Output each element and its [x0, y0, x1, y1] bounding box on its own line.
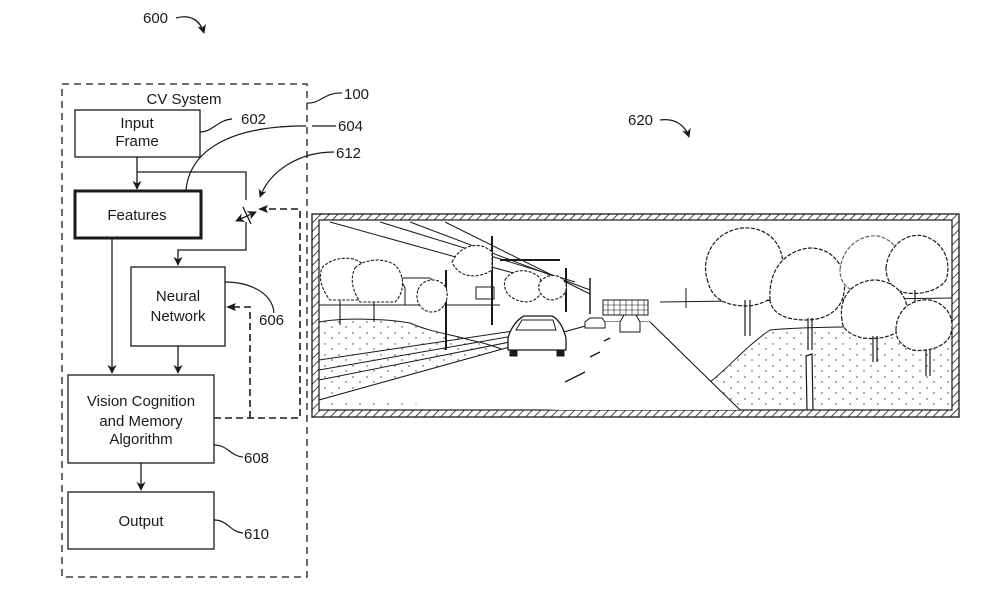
vision-cognition-label-1: Vision Cognition — [87, 393, 195, 410]
car-windshield — [515, 319, 557, 331]
ref-612: 612 — [336, 145, 361, 162]
ref-620: 620 — [628, 112, 653, 129]
figure-number: 600 — [143, 10, 168, 27]
ref-604-leader — [185, 125, 306, 191]
features-label: Features — [107, 207, 166, 224]
output-block: Output 610 — [67, 491, 269, 550]
vision-cognition-label-3: Algorithm — [109, 431, 172, 448]
cv-system-container — [61, 83, 308, 578]
ref-606: 606 — [259, 312, 284, 329]
ref-604: 604 — [338, 118, 363, 135]
connections — [107, 157, 247, 491]
bypass-line-top — [137, 171, 247, 200]
output-box — [67, 491, 215, 550]
ref-602: 602 — [241, 111, 266, 128]
neural-network-box — [130, 266, 226, 347]
figure-ref-600: 600 — [143, 10, 206, 34]
lane-dash — [564, 371, 586, 383]
input-frame-block: Input Frame 602 — [74, 109, 266, 158]
ref-610-leader — [213, 519, 244, 534]
vision-cognition-box — [67, 374, 215, 464]
switch-612: 612 — [235, 145, 361, 225]
input-frame-label-1: Input — [120, 115, 154, 132]
lane-dash — [603, 337, 611, 342]
rail-line-3 — [319, 337, 531, 381]
feedback-arrowhead-switch — [258, 205, 268, 213]
switch-blade — [242, 206, 252, 225]
vision-cognition-label-2: and Memory — [99, 413, 183, 430]
neural-network-block: Neural Network 606 — [130, 266, 284, 347]
switch-double-arrow-icon — [235, 211, 257, 222]
car-wheel — [556, 349, 565, 357]
ref-620-pointer — [659, 119, 691, 138]
neural-network-label-2: Network — [150, 308, 206, 325]
ref-100-leader — [306, 92, 343, 104]
cv-system-title: CV System — [146, 91, 221, 108]
input-frame-label-2: Frame — [115, 133, 158, 150]
road-edge-right — [649, 321, 741, 410]
car-distant — [584, 317, 606, 329]
trees-right — [704, 227, 952, 410]
features-box — [73, 189, 203, 240]
ref-608-leader — [213, 444, 244, 458]
output-label: Output — [118, 513, 164, 530]
figure-pointer-arrow — [175, 16, 206, 34]
rail-line-2 — [319, 333, 526, 371]
rail-line-1 — [319, 329, 521, 361]
overpass-fence — [602, 299, 649, 316]
ref-606-leader — [224, 281, 275, 314]
vision-cognition-block: Vision Cognition and Memory Algorithm 60… — [67, 374, 269, 467]
feedback-lines — [214, 208, 301, 419]
fence-grid — [603, 300, 648, 315]
arrow-switch-to-neural-network — [173, 222, 247, 266]
feedback-to-neural-network — [231, 306, 251, 418]
trees-left — [319, 244, 567, 325]
feedback-to-switch — [214, 208, 301, 419]
ref-610: 610 — [244, 526, 269, 543]
ref-612-pointer — [258, 151, 335, 198]
ref-602-leader — [199, 118, 233, 133]
features-block: Features 604 — [73, 118, 363, 240]
car-distant — [619, 314, 641, 333]
ref-608: 608 — [244, 450, 269, 467]
input-frame-box — [74, 109, 201, 158]
lane-dash — [589, 351, 601, 358]
feedback-arrowhead-neural — [226, 303, 236, 311]
scene-image — [311, 213, 960, 418]
car-wheel — [509, 349, 518, 357]
ref-100: 100 — [344, 86, 369, 103]
neural-network-label-1: Neural — [156, 288, 200, 305]
road-sign — [475, 286, 495, 300]
